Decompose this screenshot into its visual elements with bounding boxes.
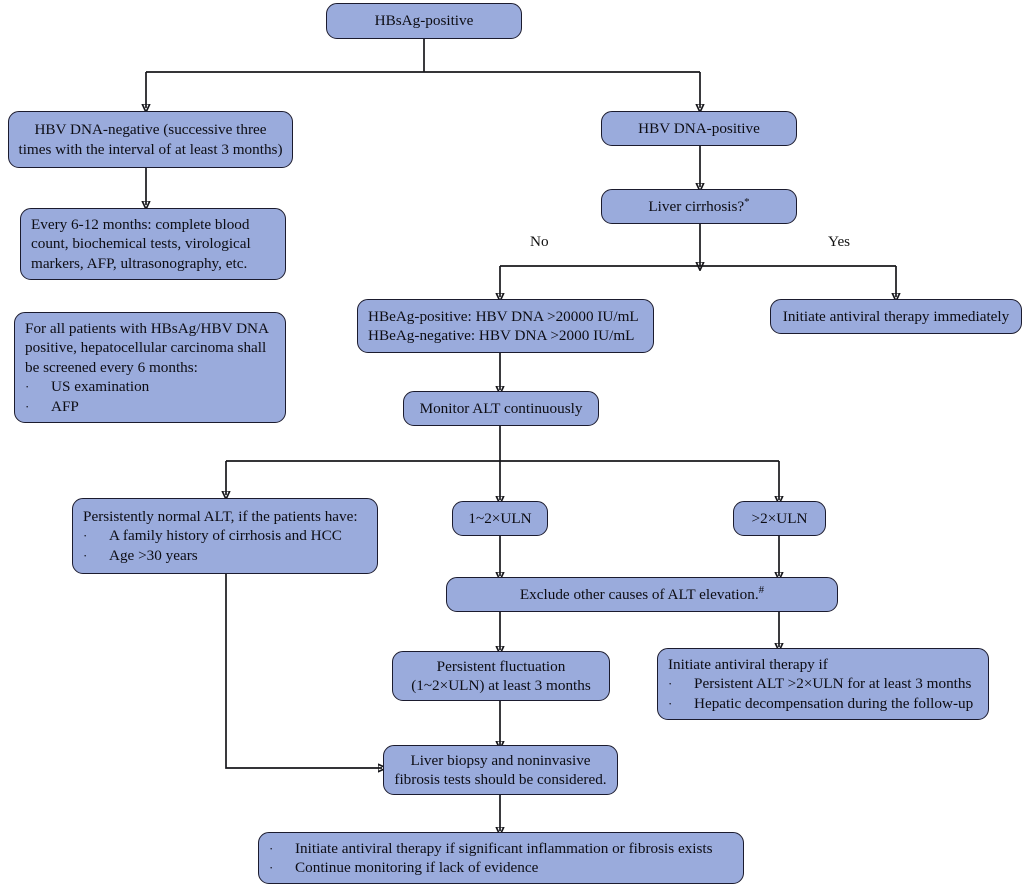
node-persistent-fluctuation[interactable]: Persistent fluctuation (1~2×ULN) at leas… xyxy=(392,651,610,701)
node-initiate-if-bullet-1: · Persistent ALT >2×ULN for at least 3 m… xyxy=(668,674,971,693)
bullet-marker-icon: · xyxy=(269,840,274,856)
node-followup-line1: Every 6-12 months: complete blood xyxy=(31,215,250,233)
node-followup-line2: count, biochemical tests, virological xyxy=(31,235,251,253)
node-initiate-if-line1: Initiate antiviral therapy if xyxy=(668,655,828,673)
node-hcc-screening-bullet-2: · AFP xyxy=(25,397,79,416)
bullet-marker-icon: · xyxy=(25,398,30,414)
footnote-hash-marker: # xyxy=(758,583,765,596)
node-exclude-other-causes[interactable]: Exclude other causes of ALT elevation.# xyxy=(446,577,838,612)
node-hbsag-positive-label: HBsAg-positive xyxy=(374,12,474,30)
bullet-marker-icon: · xyxy=(668,695,673,711)
node-followup-schedule[interactable]: Every 6-12 months: complete blood count,… xyxy=(20,208,286,280)
bullet-marker-icon: · xyxy=(25,379,30,395)
node-hbv-dna-negative[interactable]: HBV DNA-negative (successive three times… xyxy=(8,111,293,168)
node-hbv-dna-positive[interactable]: HBV DNA-positive xyxy=(601,111,797,146)
node-hbv-dna-negative-line2: times with the interval of at least 3 mo… xyxy=(18,140,283,158)
node-uln-1-2-label: 1~2×ULN xyxy=(468,509,532,527)
node-hbv-dna-negative-line1: HBV DNA-negative (successive three xyxy=(34,121,267,139)
bullet-marker-icon: · xyxy=(83,547,88,563)
node-persistently-normal-bullet-1-text: A family history of cirrhosis and HCC xyxy=(109,527,342,545)
node-persistently-normal-bullet-2: · Age >30 years xyxy=(83,546,198,565)
node-final-outcome-bullet-2-text: Continue monitoring if lack of evidence xyxy=(295,859,539,876)
bullet-marker-icon: · xyxy=(269,860,274,875)
edge-label-yes: Yes xyxy=(828,233,851,250)
node-final-outcome[interactable]: · Initiate antiviral therapy if signific… xyxy=(258,832,744,884)
node-hcc-screening-line3: be screened every 6 months: xyxy=(25,358,198,376)
node-hcc-screening-bullet-1: · US examination xyxy=(25,377,149,396)
node-initiate-if-bullet-2: · Hepatic decompensation during the foll… xyxy=(668,694,973,713)
node-liver-cirrhosis-label: Liver cirrhosis?* xyxy=(648,195,750,215)
node-monitor-alt[interactable]: Monitor ALT continuously xyxy=(403,391,599,426)
footnote-asterisk-marker: * xyxy=(744,195,750,208)
node-final-outcome-bullet-2: · Continue monitoring if lack of evidenc… xyxy=(269,858,538,877)
node-liver-cirrhosis-question[interactable]: Liver cirrhosis?* xyxy=(601,189,797,224)
node-liver-biopsy-line2: fibrosis tests should be considered. xyxy=(394,771,607,788)
node-hbeag-thresholds-line1: HBeAg-positive: HBV DNA >20000 IU/mL xyxy=(368,307,639,325)
node-initiate-antiviral-if[interactable]: Initiate antiviral therapy if · Persiste… xyxy=(657,648,989,720)
node-hcc-screening[interactable]: For all patients with HBsAg/HBV DNA posi… xyxy=(14,312,286,423)
node-hbeag-thresholds-line2: HBeAg-negative: HBV DNA >2000 IU/mL xyxy=(368,327,635,344)
node-hbeag-thresholds[interactable]: HBeAg-positive: HBV DNA >20000 IU/mL HBe… xyxy=(357,299,654,353)
node-final-outcome-bullet-1: · Initiate antiviral therapy if signific… xyxy=(269,839,713,858)
node-followup-line3: markers, AFP, ultrasonography, etc. xyxy=(31,254,248,272)
node-monitor-alt-label: Monitor ALT continuously xyxy=(419,399,583,417)
node-persistently-normal-line1: Persistently normal ALT, if the patients… xyxy=(83,507,358,525)
node-uln-greater-than-2[interactable]: >2×ULN xyxy=(733,501,826,536)
node-initiate-immediately-label: Initiate antiviral therapy immediately xyxy=(782,307,1010,325)
node-uln-1-2[interactable]: 1~2×ULN xyxy=(452,501,548,536)
node-exclude-causes-label: Exclude other causes of ALT elevation.# xyxy=(519,583,765,603)
node-persistent-fluctuation-line1: Persistent fluctuation xyxy=(436,657,566,675)
node-persistently-normal-alt[interactable]: Persistently normal ALT, if the patients… xyxy=(72,498,378,574)
node-hcc-screening-bullet-1-text: US examination xyxy=(51,378,150,396)
bullet-marker-icon: · xyxy=(668,676,673,692)
node-persistent-fluctuation-line2: (1~2×ULN) at least 3 months xyxy=(411,677,591,694)
edge-label-no: No xyxy=(530,233,549,250)
node-persistently-normal-bullet-2-text: Age >30 years xyxy=(109,546,198,564)
node-hbv-dna-positive-label: HBV DNA-positive xyxy=(638,119,760,137)
node-hcc-screening-line1: For all patients with HBsAg/HBV DNA xyxy=(25,319,269,337)
node-initiate-antiviral-immediately[interactable]: Initiate antiviral therapy immediately xyxy=(770,299,1022,334)
node-liver-biopsy-line1: Liver biopsy and noninvasive xyxy=(410,751,591,769)
node-initiate-if-bullet-2-text: Hepatic decompensation during the follow… xyxy=(694,694,974,712)
bullet-marker-icon: · xyxy=(83,528,88,544)
node-final-outcome-bullet-1-text: Initiate antiviral therapy if significan… xyxy=(295,839,713,857)
node-uln-gt2-label: >2×ULN xyxy=(751,509,808,527)
node-persistently-normal-bullet-1: · A family history of cirrhosis and HCC xyxy=(83,526,342,545)
node-hcc-screening-line2: positive, hepatocellular carcinoma shall xyxy=(25,339,267,357)
node-liver-biopsy[interactable]: Liver biopsy and noninvasive fibrosis te… xyxy=(383,745,618,795)
node-initiate-if-bullet-1-text: Persistent ALT >2×ULN for at least 3 mon… xyxy=(694,675,972,693)
node-hbsag-positive[interactable]: HBsAg-positive xyxy=(326,3,522,39)
node-hcc-screening-bullet-2-text: AFP xyxy=(51,397,79,415)
